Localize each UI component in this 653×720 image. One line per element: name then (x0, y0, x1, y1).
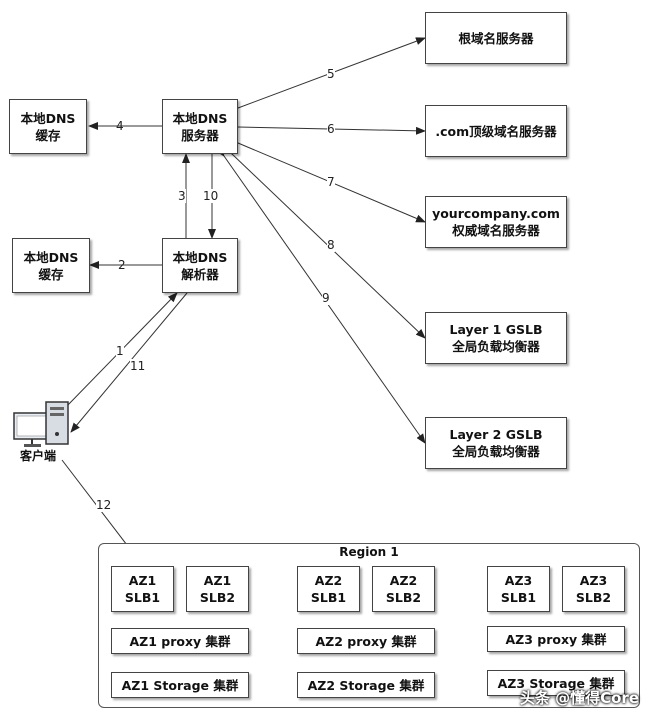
node-line: 解析器 (181, 266, 219, 282)
node-line: yourcompany.com (432, 206, 560, 221)
local-dns-resolver-node: 本地DNS 解析器 (162, 238, 238, 293)
node-line: AZ3 Storage 集群 (497, 675, 615, 691)
node-line: 缓存 (35, 127, 61, 143)
node-line: AZ3 (579, 573, 608, 588)
node-line: 本地DNS (172, 249, 228, 265)
node-line: SLB1 (124, 590, 161, 605)
local-dns-server-node: 本地DNS 服务器 (162, 99, 238, 154)
node-line: AZ2 (314, 573, 343, 588)
node-line: 本地DNS (172, 110, 228, 126)
node-line: SLB1 (310, 590, 347, 605)
node-line: SLB1 (500, 590, 537, 605)
node-line: Layer 2 GSLB (449, 427, 543, 442)
node-line: AZ3 (504, 573, 533, 588)
gslb-layer2-node: Layer 2 GSLB 全局负载均衡器 (425, 417, 567, 469)
edge-label-2: 2 (118, 258, 126, 272)
az2-proxy-node: AZ2 proxy 集群 (297, 628, 435, 654)
node-line: AZ3 proxy 集群 (505, 631, 607, 647)
az2-storage-node: AZ2 Storage 集群 (297, 672, 435, 698)
edge-label-3: 3 (178, 189, 186, 203)
node-line: AZ2 Storage 集群 (307, 677, 425, 693)
node-line: AZ1 Storage 集群 (121, 677, 239, 693)
node-line: 缓存 (38, 266, 64, 282)
tld-server-node: .com顶级域名服务器 (425, 105, 567, 157)
node-line: 本地DNS (20, 110, 76, 126)
node-line: 全局负载均衡器 (452, 444, 540, 459)
node-line: AZ1 (128, 573, 157, 588)
edge-label-9: 9 (322, 291, 330, 305)
region-title: Region 1 (339, 545, 399, 559)
node-line: 服务器 (181, 127, 219, 143)
edge-label-4: 4 (116, 119, 124, 133)
watermark: 头条 @懂得Core (519, 689, 639, 707)
node-line: 全局负载均衡器 (452, 339, 540, 354)
edge-label-11: 11 (130, 359, 146, 373)
node-line: SLB2 (199, 590, 236, 605)
local-dns-cache-bottom-node: 本地DNS 缓存 (12, 238, 90, 293)
edge-label-1: 1 (116, 344, 124, 358)
edge-11 (70, 292, 188, 433)
az1-storage-node: AZ1 Storage 集群 (111, 672, 249, 698)
edge-label-5: 5 (327, 67, 335, 81)
edge-label-12: 12 (96, 498, 112, 512)
az1-proxy-node: AZ1 proxy 集群 (111, 628, 249, 654)
edge-label-7: 7 (327, 175, 335, 189)
auth-server-node: yourcompany.com 权威域名服务器 (425, 196, 567, 248)
node-line: SLB2 (575, 590, 612, 605)
client-computer-icon (13, 401, 69, 447)
node-line: AZ2 (389, 573, 418, 588)
gslb-layer1-node: Layer 1 GSLB 全局负载均衡器 (425, 312, 567, 364)
node-line: 权威域名服务器 (452, 223, 540, 238)
edge-label-10: 10 (203, 189, 219, 203)
node-line: AZ2 proxy 集群 (315, 633, 417, 649)
node-line: AZ1 proxy 集群 (129, 633, 231, 649)
local-dns-cache-top-node: 本地DNS 缓存 (9, 99, 87, 154)
client-label: 客户端 (20, 449, 57, 463)
az3-proxy-node: AZ3 proxy 集群 (487, 626, 625, 652)
node-line: 根域名服务器 (458, 30, 534, 46)
az3-storage-node: AZ3 Storage 集群 (487, 670, 625, 696)
node-line: SLB2 (385, 590, 422, 605)
edge-label-8: 8 (327, 238, 335, 252)
edge-label-6: 6 (327, 122, 335, 136)
node-line: .com顶级域名服务器 (435, 123, 557, 139)
node-line: Layer 1 GSLB (449, 322, 543, 337)
node-line: AZ1 (203, 573, 232, 588)
node-line: 本地DNS (23, 249, 79, 265)
root-server-node: 根域名服务器 (425, 12, 567, 64)
